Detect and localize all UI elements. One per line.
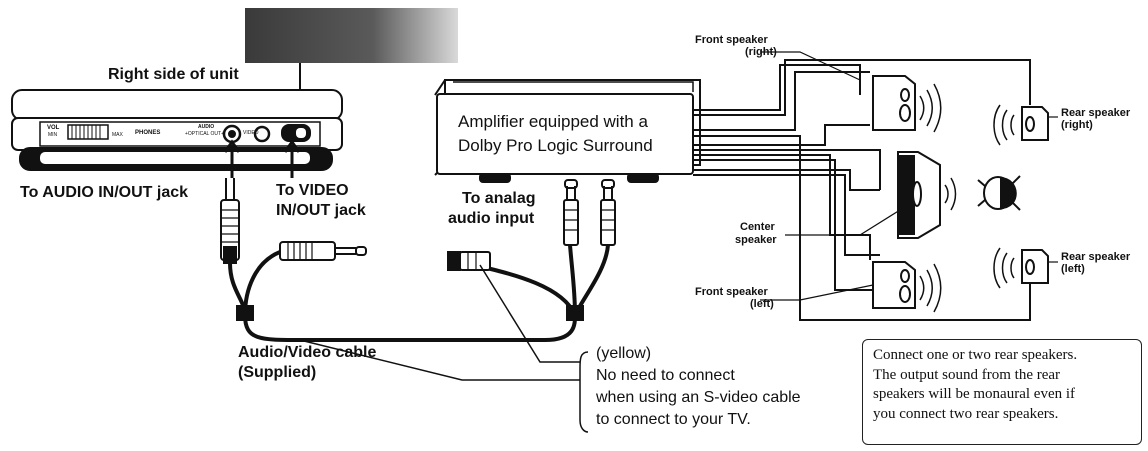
yellow-note-line-3: when using an S-video cable xyxy=(596,389,801,406)
audio-plug xyxy=(220,178,240,264)
unit-max-label: MAX xyxy=(112,132,123,138)
video-jack-arrow xyxy=(283,139,301,178)
rca-plugs xyxy=(563,179,616,246)
note-line-1: Connect one or two rear speakers. xyxy=(873,347,1078,363)
note-line-4: you connect two rear speakers. xyxy=(873,405,1059,422)
analog-input-label-1: To analag xyxy=(462,190,536,207)
video-plug xyxy=(279,241,367,261)
audio-jack-arrow xyxy=(223,139,241,178)
front-left-leader xyxy=(760,284,874,301)
front-right-label-1: Front speaker xyxy=(695,34,768,46)
center-leader xyxy=(785,209,901,236)
rear-left-label-1: Rear speaker xyxy=(1061,251,1131,263)
amplifier-label-2: Dolby Pro Logic Surround xyxy=(458,136,653,155)
center-label-2: speaker xyxy=(735,234,777,246)
rear-right-speaker xyxy=(993,104,1049,146)
analog-input-label-2: audio input xyxy=(448,210,535,227)
video-jack-label-2: IN/OUT jack xyxy=(276,202,366,219)
rear-left-speaker xyxy=(993,247,1049,289)
yellow-leader xyxy=(479,264,580,363)
front-left-label-2: (left) xyxy=(750,298,774,310)
rear-left-label-2: (left) xyxy=(1061,263,1085,275)
right-side-label: Right side of unit xyxy=(108,66,239,83)
center-speaker xyxy=(897,151,957,239)
unit-phones-label: PHONES xyxy=(135,130,161,136)
front-left-speaker xyxy=(872,261,942,313)
note-line-3: speakers will be monaural even if xyxy=(873,386,1076,402)
screen-thumbnail xyxy=(245,8,458,63)
listener xyxy=(977,175,1021,211)
cable-leader xyxy=(299,339,580,381)
front-right-leader xyxy=(760,51,861,81)
rear-right-label-2: (right) xyxy=(1061,119,1093,131)
amplifier xyxy=(434,79,701,183)
unit-vol-label: VOL xyxy=(47,125,60,131)
unit-optical-label: +OPTICAL OUT+ xyxy=(185,131,224,137)
yellow-note-line-4: to connect to your TV. xyxy=(596,411,751,428)
note-line-2: The output sound from the rear xyxy=(873,366,1061,383)
front-left-label-1: Front speaker xyxy=(695,286,768,298)
rear-speaker-note: Connect one or two rear speakers. The ou… xyxy=(862,339,1142,445)
yellow-plug xyxy=(447,251,491,271)
yellow-note-line-2: No need to connect xyxy=(596,367,735,384)
unit-audio-label: AUDIO xyxy=(198,124,215,130)
unit-min-label: MIN xyxy=(48,132,58,138)
yellow-note-line-1: (yellow) xyxy=(596,345,652,362)
dvd-unit xyxy=(11,89,343,171)
note-bracket xyxy=(579,351,589,433)
center-label-1: Center xyxy=(740,221,775,233)
front-right-speaker xyxy=(872,75,942,133)
rear-right-label-1: Rear speaker xyxy=(1061,107,1131,119)
speaker-wires xyxy=(693,59,1031,321)
front-right-label-2: (right) xyxy=(745,46,777,58)
video-jack-label-1: To VIDEO xyxy=(276,182,349,199)
unit-video-label: VIDEO xyxy=(243,130,259,136)
amplifier-label-1: Amplifier equipped with a xyxy=(458,112,648,131)
cable-label-2: (Supplied) xyxy=(238,364,317,381)
cable-label-1: Audio/Video cable xyxy=(238,344,377,361)
audio-jack-label: To AUDIO IN/OUT jack xyxy=(20,184,189,201)
